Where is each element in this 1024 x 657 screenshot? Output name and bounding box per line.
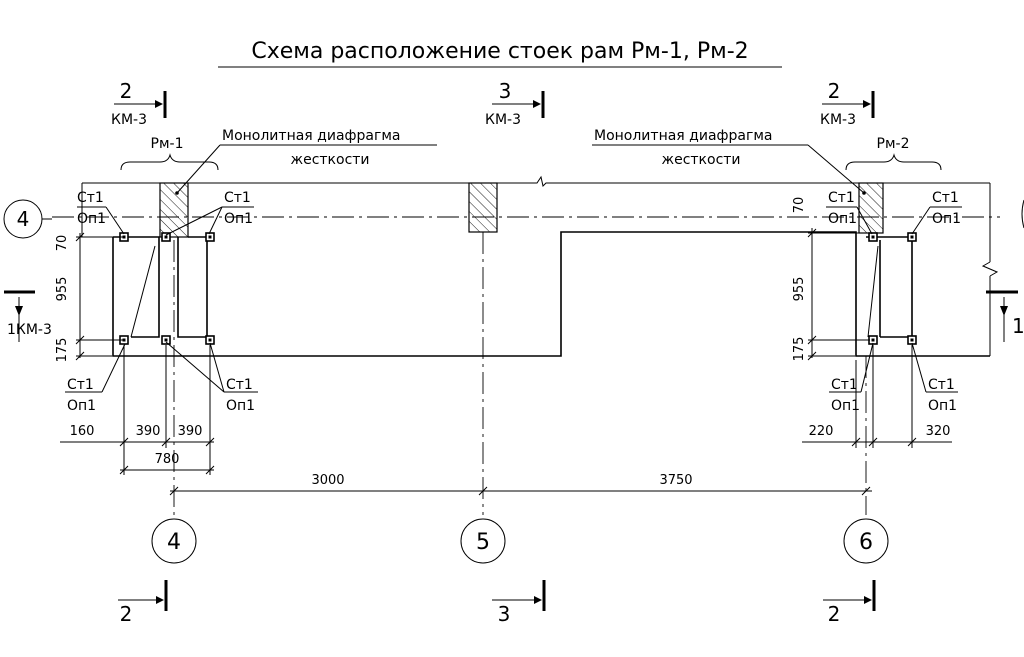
frame-outline [112,231,990,357]
diaphragm-axis-4 [159,182,189,238]
dim-70-left: 70 [55,235,70,252]
column-symbol-core [164,235,168,239]
dim-320: 320 [926,424,951,439]
axis-spacing-dimension [169,486,872,496]
section-mark-2-top-right: 2 КМ-3 [820,79,875,128]
svg-text:2: 2 [120,602,133,626]
tag-op-bl: Оп1 [67,398,96,414]
svg-text:1: 1 [1012,314,1024,338]
tag-op-bl2: Оп1 [831,398,860,414]
tag-op-tl2: Оп1 [828,211,857,227]
rm2-diag [867,245,879,338]
dim-175-left: 175 [55,338,70,363]
tag-st-tr2: Ст1 [932,190,959,206]
tag-st-tl: Ст1 [77,190,104,206]
horizontal-dimension-rm1 [60,345,215,475]
brace-rm2 [845,153,942,171]
svg-text:2: 2 [828,79,841,103]
axis-bubble-right-partial [1021,199,1024,229]
svg-text:КМ-3: КМ-3 [820,112,856,128]
svg-text:4: 4 [17,207,30,231]
dim-955-right: 955 [792,277,807,302]
diaphragm-label-left-1: Монолитная диафрагма [222,128,400,144]
dim-390-a: 390 [136,424,161,439]
brace-rm1 [120,153,219,171]
dim-390-b: 390 [178,424,203,439]
diaphragm-leader-right-dot [862,191,866,195]
diaphragm-label-right-1: Монолитная диафрагма [594,128,772,144]
section-mark-3-top: 3 КМ-3 [485,79,545,128]
tag-st-br2: Ст1 [928,377,955,393]
section-mark-2-bottom-right: 2 [823,580,876,626]
dim-220: 220 [809,424,834,439]
tag-op-br2: Оп1 [928,398,957,414]
vertical-dimension-right [807,228,870,361]
column-symbol-core [871,338,875,342]
column-symbol-core [910,235,914,239]
svg-text:2: 2 [120,79,133,103]
rm1-diag-left [130,245,156,338]
section-mark-2-top-left: 2 КМ-3 [111,79,167,128]
svg-text:3: 3 [499,79,512,103]
tag-st-tl2: Ст1 [828,190,855,206]
section-mark-3-bottom: 3 [492,580,546,626]
column-symbol-core [164,338,168,342]
diaphragm-axis-6 [858,182,884,234]
tag-st-tr: Ст1 [224,190,251,206]
diaphragm-leader-left-dot [175,191,179,195]
diaphragm-leader-right [807,144,865,194]
diaphragm-label-right-2: жесткости [661,152,740,168]
axis-bubble-5 [460,518,506,564]
tag-st-bl: Ст1 [67,377,94,393]
dim-3000: 3000 [311,473,344,488]
tag-op-tr: Оп1 [224,211,253,227]
rm1-post-left [113,236,160,338]
svg-text:3: 3 [498,602,511,626]
dim-3750: 3750 [659,473,692,488]
column-symbol-core [208,235,212,239]
dim-955-left: 955 [55,277,70,302]
diaphragm-label-left-2: жесткости [290,152,369,168]
axis-bubble-4 [151,518,197,564]
diaphragm-axis-5 [468,182,498,233]
tag-op-tr2: Оп1 [932,211,961,227]
rm1-post-right [177,236,208,338]
dim-780: 780 [155,452,180,467]
column-symbol-core [208,338,212,342]
diaphragm-leader-left [176,144,221,194]
drawing-title: Схема расположение стоек рам Рм-1, Рм-2 [251,39,748,64]
svg-text:2: 2 [828,602,841,626]
column-symbol-core [910,338,914,342]
tag-op-br: Оп1 [226,398,255,414]
svg-text:6: 6 [859,530,873,555]
slab-break-right [981,261,999,277]
section-mark-1-left: 1КМ-3 [4,290,52,342]
slab-outline [82,175,990,187]
rm2-post [866,236,913,338]
column-symbols [119,232,917,345]
axis-bubble-6 [843,518,889,564]
tag-st-br: Ст1 [226,377,253,393]
vertical-dimension-left [75,232,124,361]
tag-st-bl2: Ст1 [831,377,858,393]
column-symbol-core [871,235,875,239]
frame-label-rm1: Рм-1 [151,136,184,152]
horizontal-dimension-rm2 [802,345,952,448]
dim-175-right: 175 [792,337,807,362]
tag-op-tl: Оп1 [77,211,106,227]
svg-text:1КМ-3: 1КМ-3 [7,322,52,338]
svg-text:КМ-3: КМ-3 [111,112,147,128]
section-mark-2-bottom-left: 2 [118,580,168,626]
dim-160: 160 [70,424,95,439]
svg-text:5: 5 [476,530,490,555]
section-mark-1-right: 1 [986,290,1024,342]
svg-text:4: 4 [167,530,181,555]
dim-70-right: 70 [792,197,807,214]
svg-text:КМ-3: КМ-3 [485,112,521,128]
frame-label-rm2: Рм-2 [877,136,910,152]
